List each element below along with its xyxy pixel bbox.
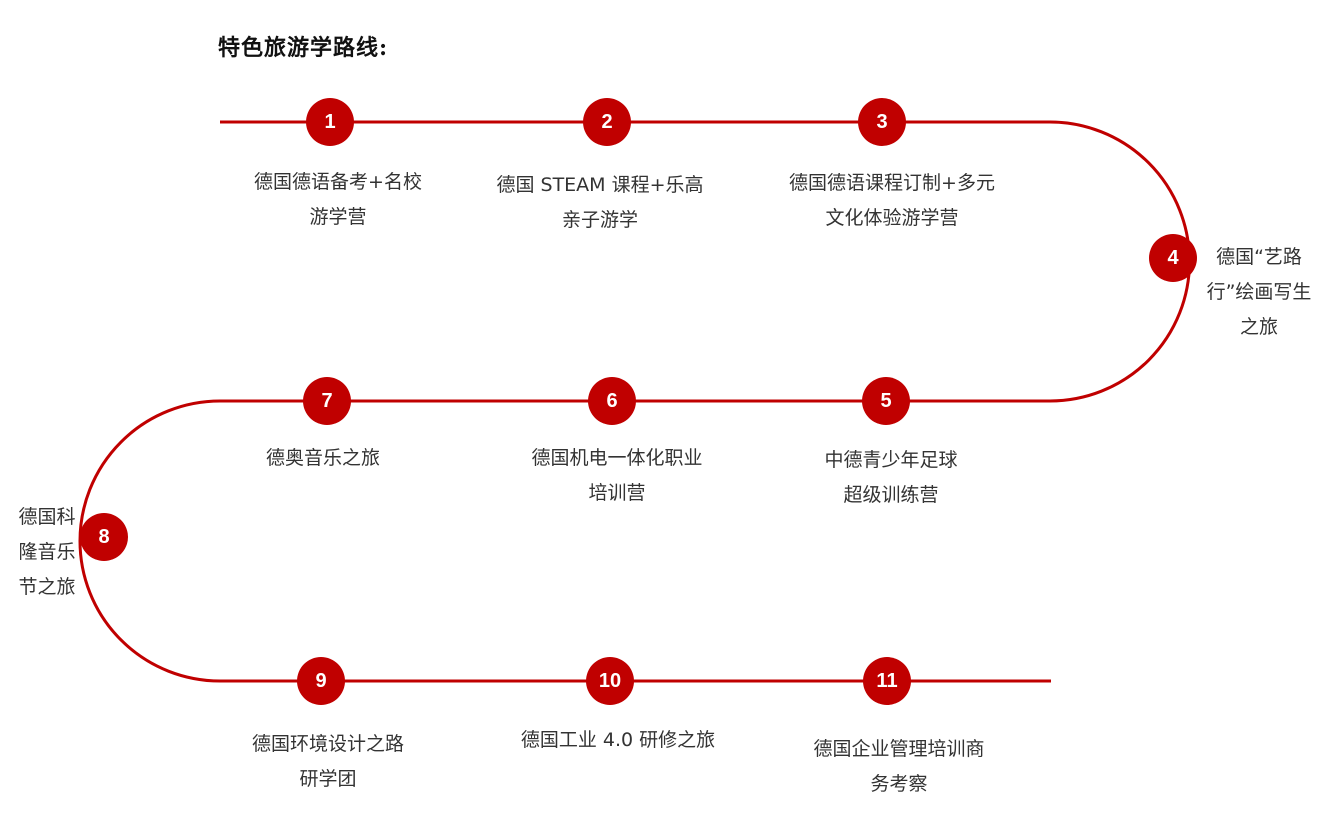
route-stop-11-label: 德国企业管理培训商 务考察	[813, 738, 985, 795]
route-stop-10-label: 德国工业 4.0 研修之旅	[520, 729, 716, 751]
route-stop-1-label: 德国德语备考+名校 游学营	[254, 171, 422, 228]
route-stop-2-label: 德国 STEAM 课程+乐高 亲子游学	[496, 174, 704, 231]
route-stop-7-marker[interactable]: 7	[303, 377, 351, 425]
route-stop-10-marker[interactable]: 10	[586, 657, 634, 705]
route-stop-1-marker[interactable]: 1	[306, 98, 354, 146]
page-title: 特色旅游学路线:	[218, 35, 389, 61]
route-stop-5-label: 中德青少年足球 超级训练营	[824, 449, 958, 506]
route-stop-9-marker[interactable]: 9	[297, 657, 345, 705]
route-stop-11-marker[interactable]: 11	[863, 657, 911, 705]
route-stop-8-label: 德国科 隆音乐 节之旅	[18, 506, 76, 598]
route-stop-2-marker[interactable]: 2	[583, 98, 631, 146]
route-stop-5-marker[interactable]: 5	[862, 377, 910, 425]
route-stop-4-label: 德国“艺路 行”绘画写生 之旅	[1206, 246, 1312, 338]
route-stop-8-marker[interactable]: 8	[80, 513, 128, 561]
route-stop-3-label: 德国德语课程订制+多元 文化体验游学营	[789, 172, 995, 229]
route-stop-4-marker[interactable]: 4	[1149, 234, 1197, 282]
route-stop-7-label: 德奥音乐之旅	[265, 447, 380, 469]
route-stop-6-marker[interactable]: 6	[588, 377, 636, 425]
route-stop-6-label: 德国机电一体化职业 培训营	[531, 447, 703, 504]
route-stop-3-marker[interactable]: 3	[858, 98, 906, 146]
route-stop-9-label: 德国环境设计之路 研学团	[251, 733, 404, 790]
